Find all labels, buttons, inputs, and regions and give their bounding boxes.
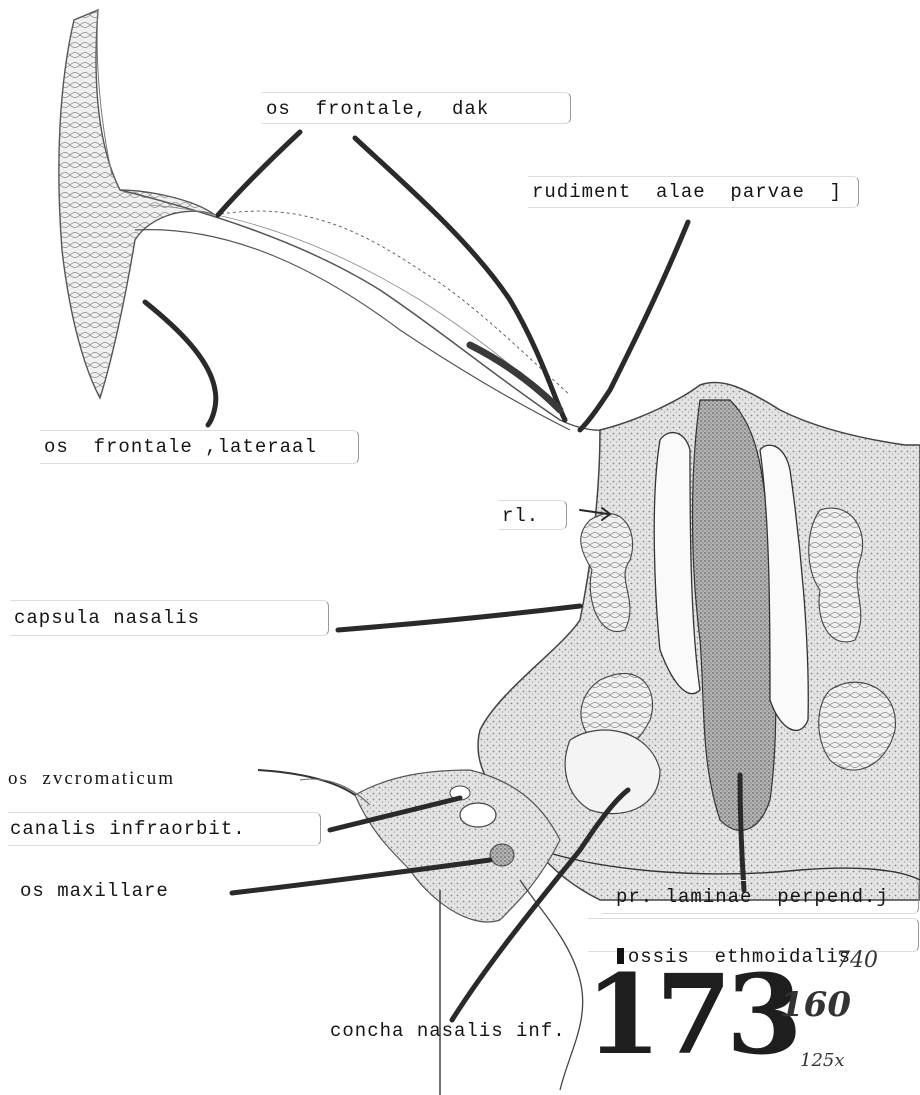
note-top: 740: [836, 948, 878, 973]
frontal-bone-shape: [59, 10, 215, 398]
specimen-number-stamp: 173: [585, 960, 797, 1070]
label-capsula-nasalis: capsula nasalis: [14, 607, 200, 629]
label-os-maxillare: os maxillare: [20, 880, 169, 902]
label-os-frontale-lateraal: os frontale ,lateraal: [44, 436, 317, 458]
label-laminae-perpend: pr. laminae perpend.j: [616, 886, 889, 908]
orbital-roof-membranes: [120, 190, 640, 430]
note-small: 125x: [800, 1050, 845, 1071]
label-canalis-infraorbit: canalis infraorbit.: [10, 818, 246, 840]
label-os-zygomaticum: os zvcromaticum: [8, 768, 175, 790]
label-rl: rl.: [502, 505, 539, 527]
label-rudiment-alae-parvae: rudiment alae parvae ]: [532, 181, 842, 203]
note-160: 160: [780, 985, 851, 1025]
label-concha-nasalis-inf: concha nasalis inf.: [330, 1020, 566, 1042]
label-os-frontale-dak: os frontale, dak: [266, 98, 489, 120]
